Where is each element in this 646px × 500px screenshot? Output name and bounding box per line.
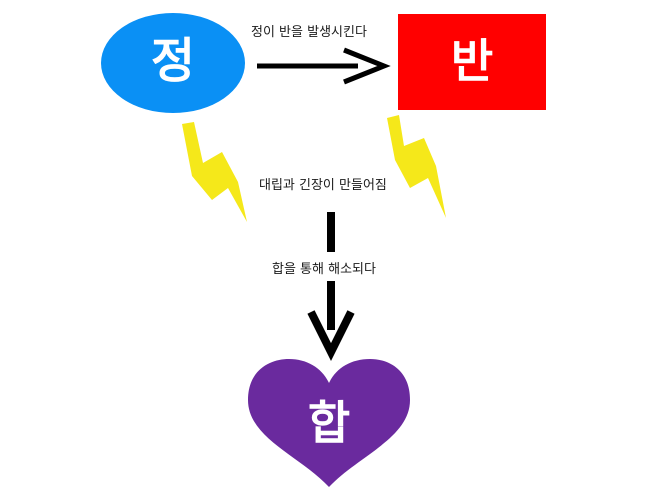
tension-caption: 대립과 긴장이 만들어짐 <box>259 178 387 193</box>
resolution-caption: 합을 통해 해소되다 <box>272 262 376 277</box>
synthesis-node <box>248 359 410 487</box>
antithesis-node <box>398 14 546 110</box>
synthesis-label: 합 <box>307 396 351 450</box>
thesis-label: 정 <box>150 33 196 89</box>
resolution-arrow <box>307 212 355 361</box>
antithesis-label: 반 <box>450 34 494 88</box>
thesis-to-antithesis-caption: 정이 반을 발생시킨다 <box>251 25 367 40</box>
thesis-node <box>101 13 245 113</box>
lightning-right-icon <box>387 115 446 218</box>
thesis-to-antithesis-arrow <box>257 47 391 85</box>
lightning-left-icon <box>182 122 247 222</box>
